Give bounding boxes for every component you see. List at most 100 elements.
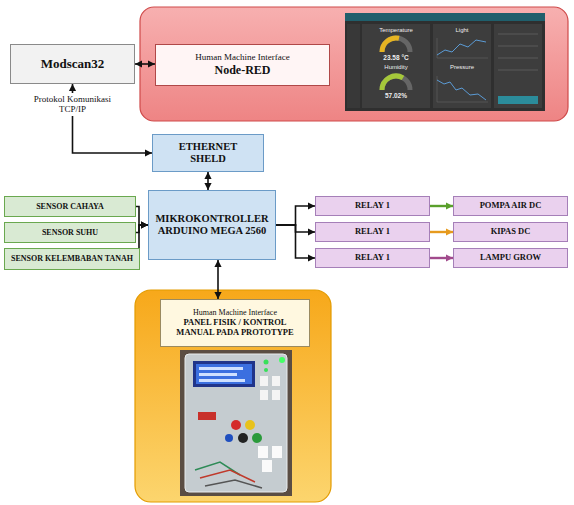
dashboard-screenshot-part [382, 38, 399, 52]
dashboard-screenshot-part [498, 34, 538, 35]
prototype-photo-part [199, 373, 237, 376]
dashboard-text: Light [435, 27, 489, 33]
prototype-photo-part [260, 390, 268, 400]
node-text: Modscan32 [41, 57, 105, 72]
relay-box: RELAY 1 [315, 222, 430, 242]
hmi-box: Human Machine InterfaceNode-RED [155, 44, 330, 86]
node-text: Human Machine Interface [193, 308, 277, 317]
arrow-head [69, 84, 76, 91]
dashboard-screenshot [345, 13, 545, 111]
dashboard-screenshot-part [498, 58, 538, 59]
node-text: KIPAS DC [491, 227, 531, 237]
arrow-head [308, 228, 315, 235]
arrow-head [135, 60, 142, 67]
prototype-photo-part [193, 361, 255, 387]
connector-line [139, 225, 148, 259]
node-text: Human Machine Interface [195, 52, 289, 62]
prototype-photo-part [238, 433, 248, 443]
dashboard-text: Humidity [366, 64, 426, 70]
prototype-photo-part [180, 350, 292, 496]
dashboard-screenshot-part [437, 80, 486, 100]
arrow-head [145, 149, 152, 156]
prototype-photo-part [196, 364, 252, 384]
actuator-box: LAMPU GROW [453, 248, 568, 268]
actuator-box: POMPA AIR DC [453, 196, 568, 216]
dashboard-screenshot-part [498, 70, 538, 71]
prototype-photo-part [260, 376, 268, 386]
arrow-head [148, 60, 155, 67]
connector-arrow [430, 202, 453, 209]
arrow-head [308, 202, 315, 209]
dashboard-text: 23.58 °C [366, 55, 426, 62]
prototype-photo-part [264, 360, 269, 365]
hmi-box: Human Machine InterfacePANEL FISIK / KON… [160, 299, 310, 347]
dashboard-screenshot-part [437, 40, 486, 55]
relay-box: RELAY 1 [315, 196, 430, 216]
prototype-photo-part [279, 357, 285, 363]
dashboard-text: Temperature [366, 27, 426, 33]
arrow-head [446, 228, 453, 235]
dashboard-screenshot-part [437, 58, 488, 59]
protocol-label: Protokol Komunikasi TCP/IP [27, 93, 119, 116]
dashboard-screenshot-part [362, 24, 430, 108]
prototype-photo-part [272, 390, 280, 400]
node-text: LAMPU GROW [480, 253, 541, 263]
dashboard-screenshot-part [347, 24, 360, 108]
prototype-photo-part [199, 367, 243, 370]
prototype-panel [135, 290, 331, 502]
prototype-photo-part [200, 470, 255, 482]
arrow-head [141, 221, 148, 228]
prototype-photo-part [198, 412, 216, 420]
node-text: PANEL FISIK / KONTROL MANUAL PADA PROTOT… [167, 318, 303, 338]
connector-arrow [136, 221, 148, 232]
dashboard-screenshot-part [345, 13, 545, 111]
dashboard-text: Pressure [435, 64, 489, 70]
shield-box: ETHERNET SHELD [152, 134, 264, 172]
node-red-panel-part [140, 7, 568, 121]
dashboard-screenshot-part [494, 24, 542, 108]
node-text: SENSOR SUHU [42, 228, 98, 237]
sensor-box: SENSOR SUHU [4, 222, 136, 243]
dashboard-screenshot-part [382, 76, 403, 90]
prototype-photo-part [252, 433, 262, 443]
arrow-head [308, 254, 315, 261]
prototype-photo-part [258, 446, 268, 458]
dashboard-text: 57.02% [366, 93, 426, 100]
dashboard-screenshot-part [433, 24, 491, 108]
sensor-box: SENSOR CAHAYA [4, 196, 136, 217]
node-text: ETHERNET SHELD [166, 141, 250, 165]
prototype-photo-part [199, 379, 245, 382]
prototype-photo-part [205, 480, 262, 488]
connector-arrow [430, 228, 453, 235]
prototype-photo-part [225, 434, 233, 442]
prototype-photo-part [272, 446, 282, 458]
prototype-photo [180, 350, 292, 496]
node-text: MIKROKONTROLLER ARDUINO MEGA 2560 [155, 213, 269, 237]
connector-arrow [276, 225, 315, 262]
node-red-panel [140, 7, 568, 121]
actuator-box: KIPAS DC [453, 222, 568, 242]
arrow-head [141, 221, 148, 228]
connector-arrow [139, 221, 148, 259]
prototype-photo-part [264, 368, 268, 372]
arrow-head [446, 202, 453, 209]
arrow-head [446, 254, 453, 261]
dashboard-screenshot-part [498, 96, 538, 104]
node-text: SENSOR KELEMBABAN TANAH [11, 254, 133, 263]
arrow-head [141, 221, 148, 228]
dashboard-screenshot-part [382, 38, 410, 52]
node-text: Node-RED [215, 64, 271, 78]
connector-arrow [204, 172, 211, 190]
dashboard-screenshot-part [498, 46, 538, 47]
arrow-head [214, 292, 221, 299]
node-text: POMPA AIR DC [480, 201, 542, 211]
connector-arrow [430, 254, 453, 261]
prototype-panel-part [135, 290, 331, 502]
relay-box: RELAY 1 [315, 248, 430, 268]
arrow-head [204, 172, 211, 179]
prototype-photo-part [245, 420, 255, 430]
dashboard-screenshot-part [345, 13, 545, 21]
connector-arrow [276, 202, 315, 225]
dashboard-screenshot-part [437, 102, 488, 103]
